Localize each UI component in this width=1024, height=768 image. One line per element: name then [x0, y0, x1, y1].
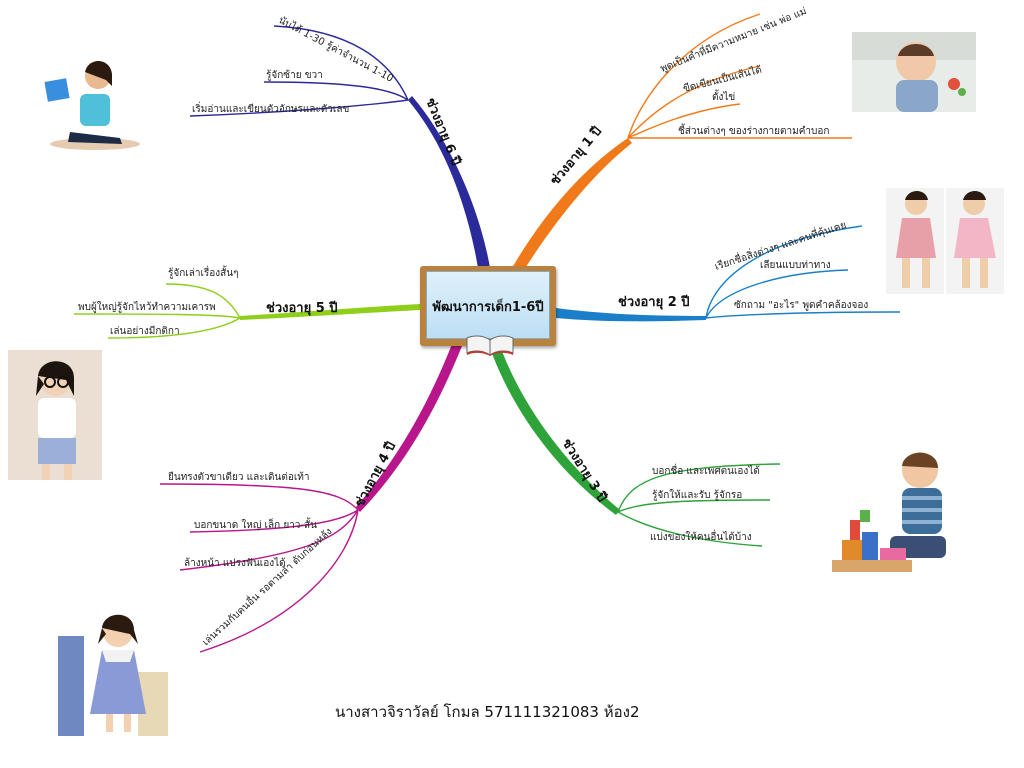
- age2-title: ช่วงอายุ 2 ปี: [618, 294, 690, 310]
- age4-title: ช่วงอายุ 4 ปี: [351, 439, 399, 510]
- center-title: พัฒนาการเด็ก1-6ปี: [432, 300, 544, 315]
- age4-sub-branches: [159, 483, 359, 653]
- girl-glasses-photo: [8, 350, 102, 480]
- age3-sub-branches: [617, 463, 781, 547]
- age5-item: เล่นอย่างมีกติกา: [110, 325, 180, 337]
- branch-age3-trunk: [490, 346, 620, 515]
- chalkboard-surface: [426, 271, 550, 339]
- branch-age1-trunk: [512, 138, 632, 270]
- age1-item: ขีดเขียนเป็นเส้นได้: [681, 62, 763, 95]
- age5-item: รู้จักเล่าเรื่องสั้นๆ: [168, 265, 238, 279]
- boy-blocks-photo: [820, 440, 970, 590]
- girl-reading-photo: [40, 52, 150, 152]
- open-book-icon: [466, 335, 514, 356]
- baby-photo: [852, 32, 976, 112]
- branch-age4-trunk: [356, 344, 462, 512]
- age1-title: ช่วงอายุ 1 ปี: [547, 123, 605, 188]
- age4-item: เล่นรวมกับคนอื่น รอตามลำ ดับก่อนหลัง: [199, 524, 335, 648]
- age4-item: ล้างหน้า แปรงฟันเองได้: [184, 557, 286, 569]
- age2-item: เลียนแบบท่าทาง: [760, 259, 831, 271]
- age3-item: แบ่งของให้คนอื่นได้บ้าง: [650, 529, 752, 543]
- age1-item: พูดเป็นคำที่มีความหมาย เช่น พ่อ แม่: [658, 3, 808, 75]
- age1-sub-branches: [627, 13, 852, 139]
- branch-age6-trunk: [408, 96, 490, 268]
- age6-item: รู้จักซ้าย ขวา: [266, 69, 323, 81]
- age5-item: พบผู้ใหญ่รู้จักไหว้ทำความเคารพ: [78, 301, 216, 313]
- branch-age2-trunk: [556, 308, 706, 322]
- toddler-dresses-photo: [886, 188, 1004, 294]
- age3-item: รู้จักให้และรับ รู้จักรอ: [652, 489, 742, 501]
- girl-blue-dress-photo: [58, 602, 168, 736]
- age2-sub-branches: [705, 225, 901, 319]
- age6-item: เริ่มอ่านและเขียนตัวอักษรและตัวเลข: [192, 101, 349, 115]
- age5-sub-branches: [73, 283, 241, 339]
- center-node: พัฒนาการเด็ก1-6ปี: [420, 266, 556, 346]
- age3-item: บอกชื่อ และเพศตนเองได้: [652, 463, 760, 477]
- age5-title: ช่วงอายุ 5 ปี: [266, 300, 338, 316]
- age1-item: ตั้งไข่: [712, 89, 735, 103]
- branch-age5-trunk: [240, 304, 420, 320]
- age2-item: ซักถาม "อะไร" พูดคำคล้องจอง: [734, 299, 868, 311]
- age6-title: ช่วงอายุ 6 ปี: [422, 96, 464, 168]
- age1-item: ชี้ส่วนต่างๆ ของร่างกายตามคำบอก: [678, 123, 829, 137]
- age4-item: ยืนทรงตัวขาเดียว และเดินต่อเท้า: [168, 471, 310, 483]
- age4-item: บอกขนาด ใหญ่ เล็ก ยาว-สั้น: [194, 517, 317, 531]
- age6-sub-branches: [189, 25, 409, 117]
- author-caption: นางสาวจิราวัลย์ โกมล 571111321083 ห้อง2: [335, 703, 640, 721]
